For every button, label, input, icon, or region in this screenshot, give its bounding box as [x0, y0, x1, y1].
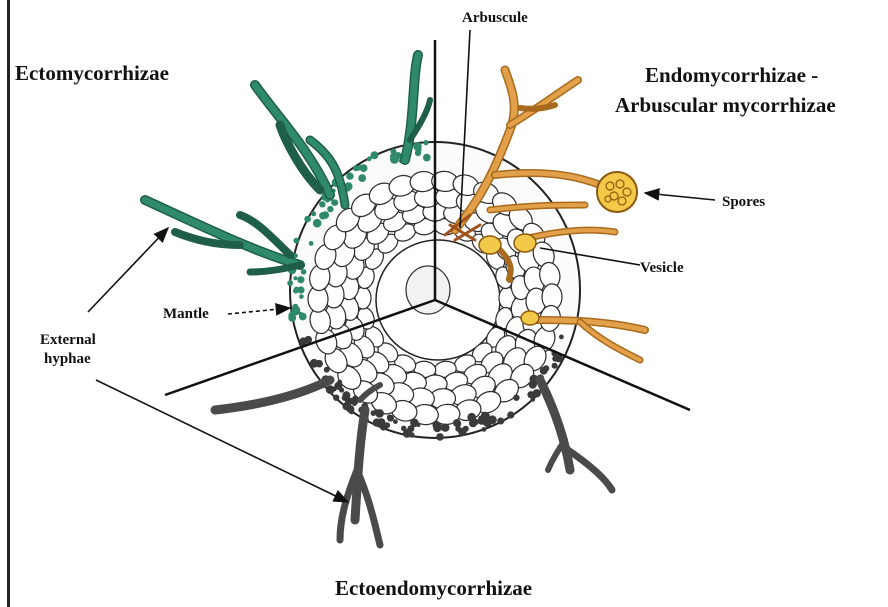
external-hyphae-arrow-up: [88, 228, 168, 312]
label-vesicle: Vesicle: [640, 260, 684, 276]
mantle-hypha-dot: [288, 312, 295, 319]
mantle-hypha-dot: [527, 391, 534, 398]
mantle-hypha-dot: [312, 362, 317, 367]
mantle-hypha-dot: [311, 211, 316, 216]
mantle-hypha-dot: [416, 147, 422, 153]
mantle-hypha-dot: [326, 388, 330, 392]
mantle-hypha-dot: [507, 411, 514, 418]
mantle-hypha-dot: [441, 424, 449, 432]
mantle-hypha-dot: [513, 395, 519, 401]
gray-hypha-3b: [568, 450, 612, 490]
mantle-hypha-dot: [313, 219, 322, 228]
mantle-hypha-dot: [367, 156, 372, 161]
gray-hypha-2: [355, 410, 365, 520]
mantle-hypha-dot: [334, 382, 342, 390]
mantle-hypha-dot: [436, 433, 444, 441]
label-ectomycorrhizae: Ectomycorrhizae: [15, 61, 169, 85]
mantle-hypha-dot: [432, 421, 440, 429]
mantle-hypha-dot: [423, 154, 431, 162]
green-hypha-6-fill: [145, 200, 300, 265]
mantle-hypha-dot: [299, 294, 304, 299]
mantle-hypha-dot: [293, 276, 297, 280]
label-arbuscule: Arbuscule: [462, 10, 528, 26]
mantle-hypha-dot: [324, 367, 330, 373]
external-hyphae-arrow-down: [96, 380, 348, 502]
mantle-hypha-dot: [482, 427, 487, 432]
mantle-hypha-dot: [469, 419, 474, 424]
label-endomycorrhizae: Endomycorrhizae -: [645, 63, 818, 87]
label-mantle: Mantle: [163, 306, 209, 322]
mantle-hypha-dot: [358, 174, 366, 182]
mantle-hypha-dot: [380, 423, 387, 430]
mantle-hypha-dot: [346, 172, 353, 179]
vesicle-3: [521, 311, 539, 325]
orange-hypha-branch-1-fill: [510, 80, 578, 125]
mantle-hypha-dot: [332, 199, 338, 205]
mantle-hypha-dot: [299, 312, 303, 316]
mantle-hypha-dot: [360, 164, 368, 172]
mantle-hypha-dot: [371, 410, 377, 416]
mantle-hypha-dot: [346, 405, 354, 413]
mantle-hypha-dot: [304, 216, 311, 223]
mantle-hypha-dot: [423, 140, 428, 145]
gray-hypha-3a: [548, 440, 565, 470]
mantle-hypha-dot: [390, 149, 396, 155]
mantle-hypha-dot: [453, 419, 461, 427]
label-spores: Spores: [722, 194, 765, 210]
mantle-hypha-dot: [287, 280, 293, 286]
vesicle-2: [514, 234, 536, 252]
label-hyphae: hyphae: [44, 351, 91, 367]
mantle-hypha-dot: [478, 417, 486, 425]
mantle-hypha-dot: [294, 287, 300, 293]
mantle-hypha-dot: [543, 365, 549, 371]
mantle-hypha-dot: [409, 432, 415, 438]
mantle-hypha-dot: [393, 419, 398, 424]
mantle-hypha-dot: [371, 151, 379, 159]
mantle-hypha-dot: [319, 201, 325, 207]
mantle-hypha-dot: [333, 395, 339, 401]
label-ectoendomycorrhizae: Ectoendomycorrhizae: [335, 576, 532, 600]
mantle-hypha-dot: [309, 241, 314, 246]
spore: [597, 172, 637, 212]
label-arbuscular-mycorrhizae: Arbuscular mycorrhizae: [615, 93, 836, 117]
mantle-hypha-dot: [387, 415, 394, 422]
mantle-hypha-dot: [410, 419, 419, 428]
mantle-hypha-dot: [559, 335, 564, 340]
mantle-hypha-dot: [352, 401, 357, 406]
mantle-hypha-dot: [552, 363, 558, 369]
label-external: External: [40, 332, 96, 348]
mantle-arrow: [228, 308, 290, 314]
mantle-hypha-dot: [322, 211, 330, 219]
mantle-hypha-dot: [293, 238, 299, 244]
mantle-hypha-dot: [327, 206, 333, 212]
vesicle-1: [479, 236, 501, 254]
mantle-hypha-dot: [301, 269, 307, 275]
mantle-hypha-dot: [463, 426, 469, 432]
spores-arrow: [645, 193, 715, 200]
mantle-hypha-dot: [297, 276, 304, 283]
orange-hypha-branch-2: [520, 105, 555, 109]
gray-hypha-2b: [357, 470, 380, 545]
mantle-hypha-dot: [497, 418, 504, 425]
gray-hypha-1: [215, 380, 330, 410]
mantle-hypha-dot: [455, 426, 461, 432]
